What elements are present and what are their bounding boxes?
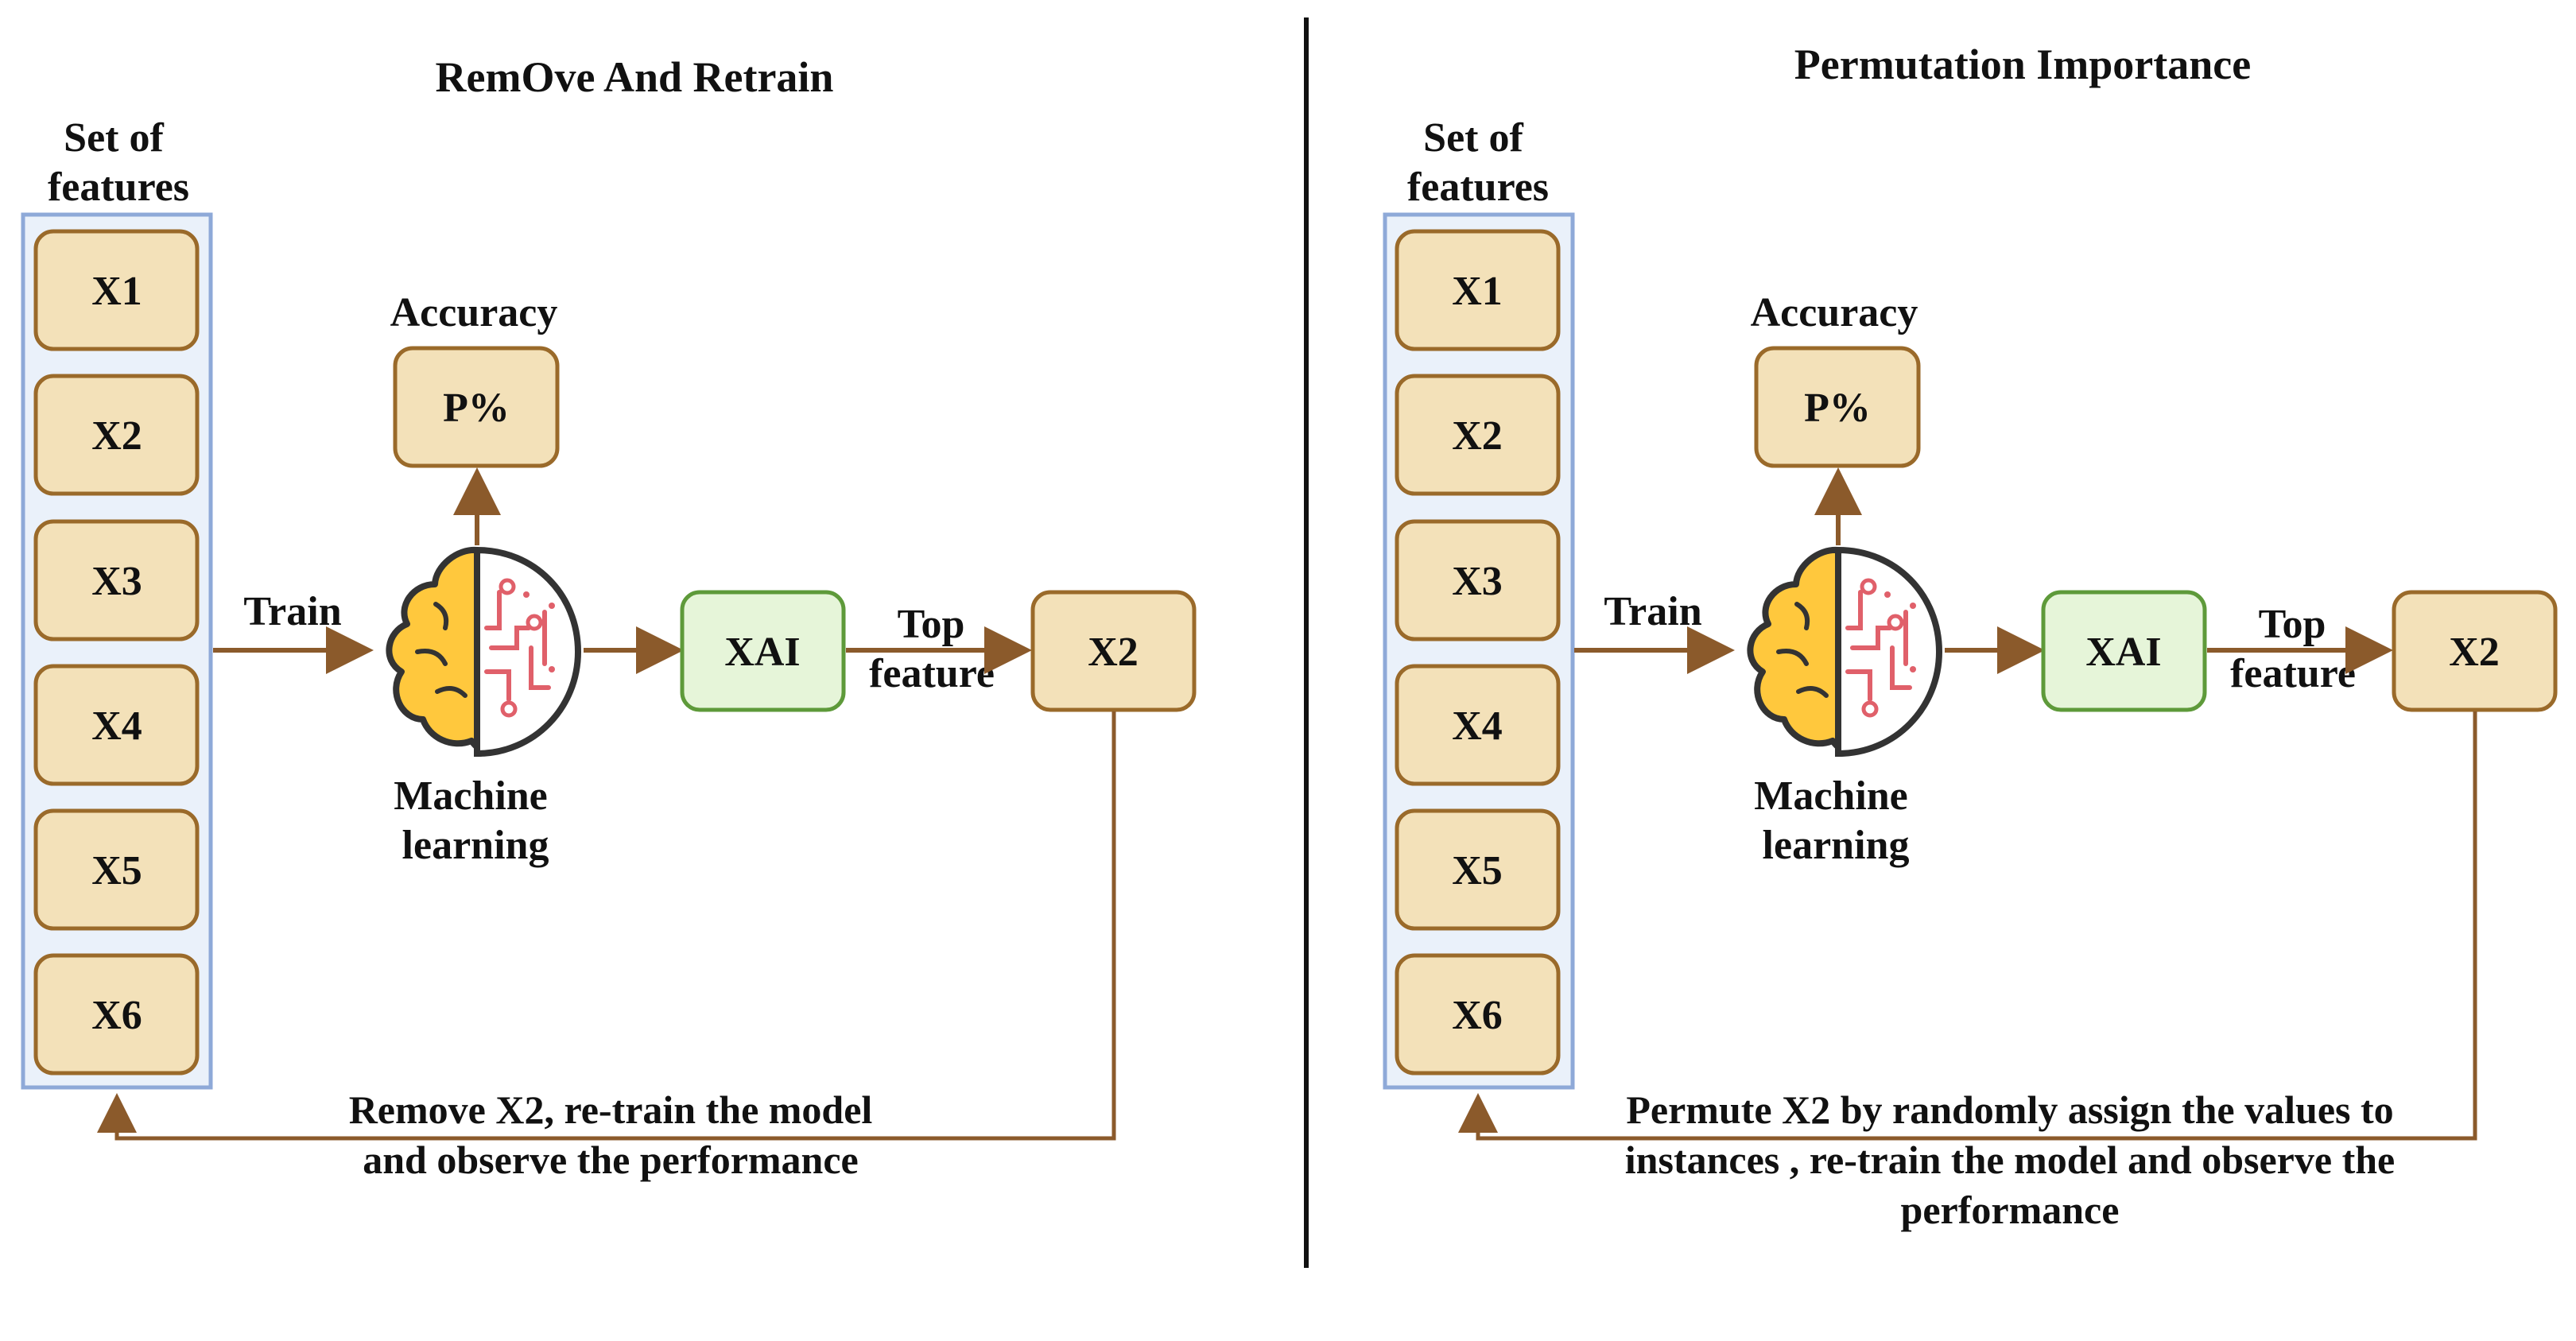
pi-accuracy-box: P%	[1754, 346, 1921, 468]
roar-top-feature-label: X2	[1088, 630, 1139, 675]
roar-feature-x6-label: X6	[91, 993, 142, 1038]
roar-feature-x2-label: X2	[91, 413, 142, 459]
roar-set-label-line1: Set of	[64, 115, 164, 161]
pi-caption-line3: performance	[1901, 1188, 2120, 1232]
roar-caption-line2: and observe the performance	[363, 1138, 859, 1182]
pi-feature-x5[interactable]: X5	[1395, 808, 1561, 931]
roar-feature-x1-label: X1	[91, 269, 142, 314]
roar-feature-x5-label: X5	[91, 848, 142, 893]
pi-top-feature-label: X2	[2449, 630, 2500, 675]
pi-feedback-arrow	[1458, 711, 2477, 1141]
roar-top-label-line1: Top	[898, 602, 965, 647]
roar-feature-x4[interactable]: X4	[33, 664, 200, 786]
pi-set-label-line1: Set of	[1423, 115, 1523, 161]
roar-feature-x2[interactable]: X2	[33, 374, 200, 496]
pi-top-label-line1: Top	[2259, 602, 2326, 647]
roar-feature-x6[interactable]: X6	[33, 953, 200, 1076]
pi-feature-x2-label: X2	[1452, 413, 1503, 459]
roar-panel: RemOve And Retrain Set of features X1 X2…	[21, 53, 1197, 1182]
roar-top-feature-box[interactable]: X2	[1030, 590, 1197, 712]
pi-top-label-line2: feature	[2230, 651, 2356, 696]
pi-accuracy-label: Accuracy	[1751, 290, 1918, 335]
roar-ml-label-line1: Machine	[394, 773, 548, 819]
roar-train-label: Train	[243, 589, 341, 634]
pi-feature-x3[interactable]: X3	[1395, 519, 1561, 641]
pi-set-label-line2: features	[1407, 165, 1549, 210]
pi-title: Permutation Importance	[1794, 41, 2251, 88]
roar-accuracy-value: P%	[443, 386, 510, 431]
roar-caption-line1: Remove X2, re-train the model	[349, 1087, 873, 1132]
pi-feature-x5-label: X5	[1452, 848, 1503, 893]
pi-ml-label-line2: learning	[1763, 823, 1910, 868]
pi-feature-panel	[1383, 212, 1575, 1090]
pi-feature-x6[interactable]: X6	[1395, 953, 1561, 1076]
pi-train-label: Train	[1604, 589, 1701, 634]
pi-feature-x1[interactable]: X1	[1395, 229, 1561, 351]
roar-title: RemOve And Retrain	[436, 53, 834, 101]
pi-feature-x6-label: X6	[1452, 993, 1503, 1038]
pi-ml-label-line1: Machine	[1754, 773, 1908, 819]
pi-xai-box[interactable]: XAI	[2041, 590, 2207, 712]
pi-feature-x4-label: X4	[1452, 703, 1503, 749]
roar-ml-label-line2: learning	[402, 823, 549, 868]
roar-feature-x1[interactable]: X1	[33, 229, 200, 351]
pi-top-feature-box[interactable]: X2	[2392, 590, 2558, 712]
pi-panel: Permutation Importance Set of features X…	[1383, 41, 2558, 1232]
roar-xai-label: XAI	[724, 630, 800, 675]
roar-xai-box[interactable]: XAI	[680, 590, 846, 712]
pi-accuracy-value: P%	[1804, 386, 1871, 431]
roar-feedback-arrow	[97, 711, 1116, 1141]
roar-feature-x3-label: X3	[91, 559, 142, 604]
roar-accuracy-label: Accuracy	[390, 290, 558, 335]
roar-feature-panel	[21, 212, 213, 1090]
pi-brain-icon	[1747, 546, 1943, 758]
roar-brain-icon	[386, 546, 582, 758]
pi-caption-line2: instances , re-train the model and obser…	[1625, 1138, 2395, 1182]
pi-feature-x1-label: X1	[1452, 269, 1503, 314]
pi-caption-line1: Permute X2 by randomly assign the values…	[1626, 1087, 2393, 1132]
pi-xai-label: XAI	[2085, 630, 2161, 675]
roar-feature-x3[interactable]: X3	[33, 519, 200, 641]
pi-feature-x2[interactable]: X2	[1395, 374, 1561, 496]
roar-top-label-line2: feature	[869, 651, 995, 696]
roar-accuracy-box: P%	[393, 346, 560, 468]
roar-feature-x4-label: X4	[91, 703, 142, 749]
pi-feature-x3-label: X3	[1452, 559, 1503, 604]
roar-set-label-line2: features	[48, 165, 189, 210]
roar-feature-x5[interactable]: X5	[33, 808, 200, 931]
pi-feature-x4[interactable]: X4	[1395, 664, 1561, 786]
